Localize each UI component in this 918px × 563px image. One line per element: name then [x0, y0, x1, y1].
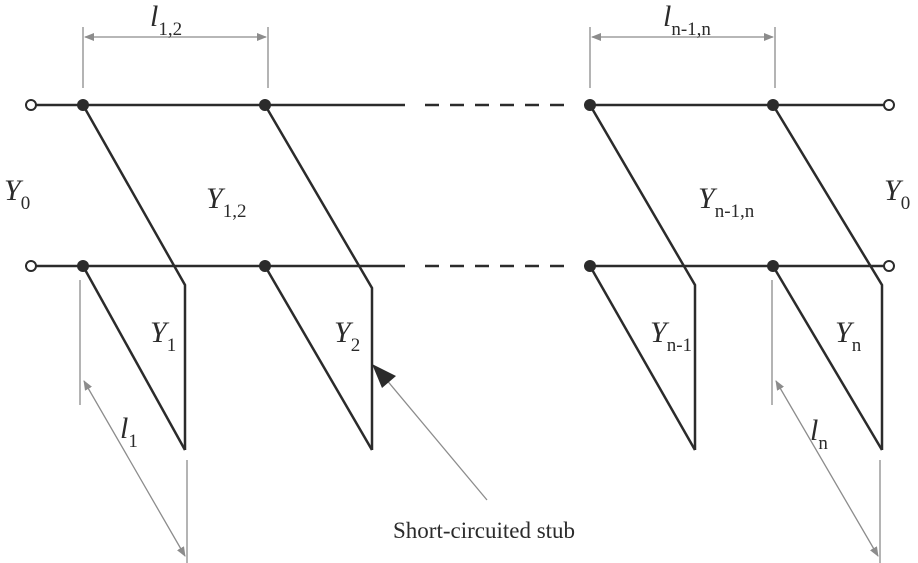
stub-2 — [263, 265, 374, 451]
stub-caption: Short-circuited stub — [393, 518, 576, 543]
label-y1: Y1 — [150, 316, 177, 356]
terminal-bottom-left — [25, 260, 37, 272]
terminal-top-right — [883, 99, 895, 111]
label-ynm1n: Yn-1,n — [698, 182, 755, 222]
junction-dot — [77, 260, 89, 272]
stub-pointer-arrowhead — [372, 364, 396, 388]
junction-dot — [767, 99, 779, 111]
series-section-n — [771, 104, 884, 450]
stub-n-1 — [588, 265, 697, 451]
series-section-n-1 — [588, 104, 697, 450]
label-ynm1: Yn-1 — [650, 316, 693, 356]
label-ln: ln — [810, 414, 828, 454]
label-l12: l1,2 — [150, 0, 183, 40]
stub-pointer-line — [384, 377, 488, 501]
junction-dot — [584, 260, 596, 272]
label-y0-left: Y0 — [4, 174, 31, 214]
label-yn: Yn — [835, 316, 862, 356]
series-section-2 — [263, 104, 374, 450]
junction-dot — [767, 260, 779, 272]
junction-dot — [259, 99, 271, 111]
junction-dot — [77, 99, 89, 111]
label-y2: Y2 — [334, 316, 361, 356]
dim-arrow-ln — [775, 380, 879, 557]
label-lnm1n: ln-1,n — [663, 0, 711, 40]
label-y0-right: Y0 — [884, 174, 911, 214]
dim-arrow-l1 — [83, 380, 186, 557]
label-y12: Y1,2 — [206, 182, 247, 222]
terminal-bottom-right — [883, 260, 895, 272]
junction-dot — [584, 99, 596, 111]
junction-dot — [259, 260, 271, 272]
label-l1: l1 — [120, 412, 138, 452]
terminal-top-left — [25, 99, 37, 111]
series-section-1 — [81, 104, 187, 450]
